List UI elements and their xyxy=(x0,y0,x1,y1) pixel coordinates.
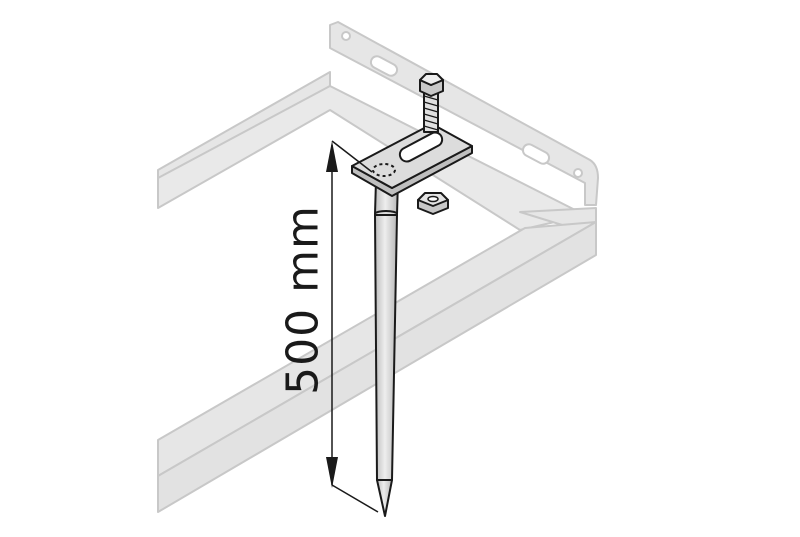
plate-slot xyxy=(398,131,444,163)
profile-hole-left xyxy=(341,31,351,41)
profile-slot-left xyxy=(369,55,399,77)
fixing-plate xyxy=(351,123,473,197)
nut-hole xyxy=(427,195,439,203)
spike-shaft xyxy=(374,214,398,481)
plate-hole-hidden xyxy=(372,163,396,177)
dimension-arrow-bottom xyxy=(326,457,338,488)
bolt-head-top xyxy=(419,73,444,86)
profile-hole-right xyxy=(573,168,583,178)
dimension-extension-top xyxy=(331,140,373,173)
dimension-extension-bottom xyxy=(331,484,379,513)
dimension-label-text: 500 mm xyxy=(277,205,329,395)
profile-slot-right xyxy=(521,143,551,165)
nut xyxy=(417,192,449,215)
dimension-line xyxy=(326,140,379,513)
bolt xyxy=(419,73,444,133)
dimension-arrow-top xyxy=(326,141,338,172)
bolt-thread-lines xyxy=(423,95,439,131)
ground-spike xyxy=(374,179,399,517)
spike-tip xyxy=(376,479,393,517)
